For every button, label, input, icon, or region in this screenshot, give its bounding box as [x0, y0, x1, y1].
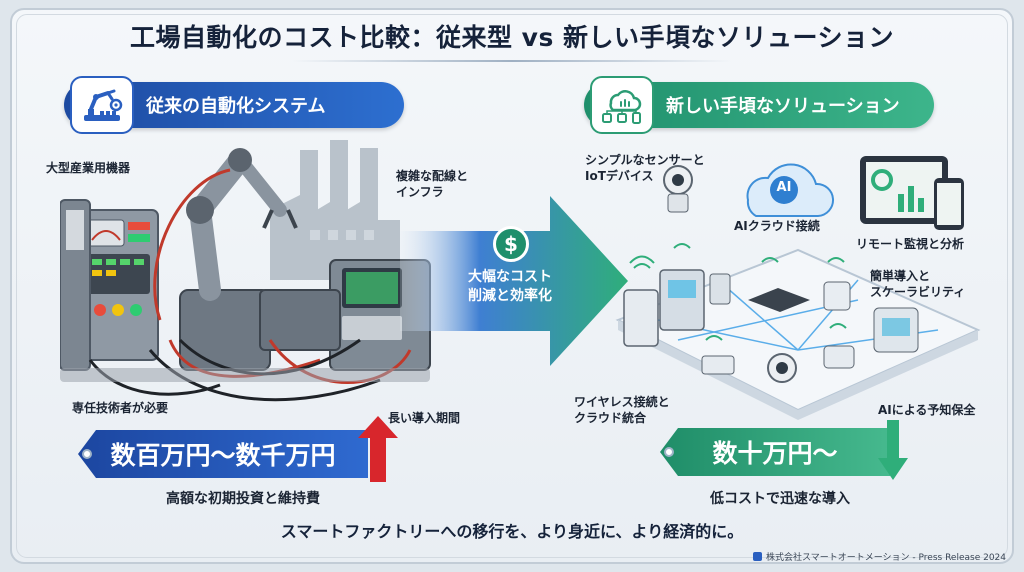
tag-hole — [664, 447, 674, 457]
label-remote-monitoring: リモート監視と分析 — [856, 237, 965, 251]
press-release: 株式会社スマートオートメーション - Press Release 2024 — [753, 550, 1006, 563]
label-industrial-equipment: 大型産業用機器 — [46, 161, 131, 175]
label-ai-cloud: AIクラウド接続 — [734, 219, 820, 233]
label-technician-required: 専任技術者が必要 — [72, 401, 169, 415]
affordable-cost-tag: 数十万円～ — [660, 428, 890, 476]
robot-arm-icon — [70, 76, 134, 134]
label-simple-sensors: シンプルなセンサーと IoTデバイス — [585, 153, 705, 183]
dollar-icon: $ — [493, 226, 529, 262]
company-logo-icon — [753, 552, 762, 561]
traditional-header-label: 従来の自動化システム — [146, 96, 326, 117]
press-release-text: 株式会社スマートオートメーション - Press Release 2024 — [766, 553, 1006, 563]
affordable-header: 新しい手頃なソリューション — [584, 76, 934, 134]
iot-platform-illustration — [615, 156, 981, 420]
traditional-caption: 高額な初期投資と維持費 — [166, 491, 320, 507]
cost-reduction-text: 大幅なコスト 削減と効率化 — [468, 269, 552, 304]
label-long-deployment: 長い導入期間 — [388, 411, 461, 425]
cost-reduction-arrow — [400, 196, 628, 366]
footer-tagline: スマートファクトリーへの移行を、より身近に、より経済的に。 — [280, 522, 744, 541]
traditional-cost-tag: 数百万円～数千万円 — [78, 430, 368, 478]
cost-up-arrow-icon — [358, 416, 398, 482]
affordable-header-label: 新しい手頃なソリューション — [666, 96, 900, 117]
industrial-machinery-illustration — [60, 140, 431, 402]
label-predictive-maintenance: AIによる予知保全 — [878, 403, 976, 417]
cloud-iot-icon — [590, 76, 654, 134]
label-complex-wiring: 複雑な配線と インフラ — [396, 169, 469, 199]
title-divider — [292, 60, 732, 62]
affordable-caption: 低コストで迅速な導入 — [710, 491, 850, 507]
affordable-cost-value: 数十万円～ — [712, 439, 838, 468]
page-title: 工場自動化のコスト比較：従来型 vs 新しい手頃なソリューション — [129, 23, 895, 52]
traditional-header: 従来の自動化システム — [64, 76, 404, 134]
label-wireless-cloud: ワイヤレス接続と クラウド統合 — [574, 395, 670, 425]
label-easy-scalability: 簡単導入と スケーラビリティ — [870, 269, 966, 299]
tag-hole — [82, 449, 92, 459]
cost-down-arrow-icon — [878, 420, 908, 480]
ai-cloud-badge: AI — [776, 180, 792, 195]
traditional-cost-value: 数百万円～数千万円 — [110, 441, 336, 470]
